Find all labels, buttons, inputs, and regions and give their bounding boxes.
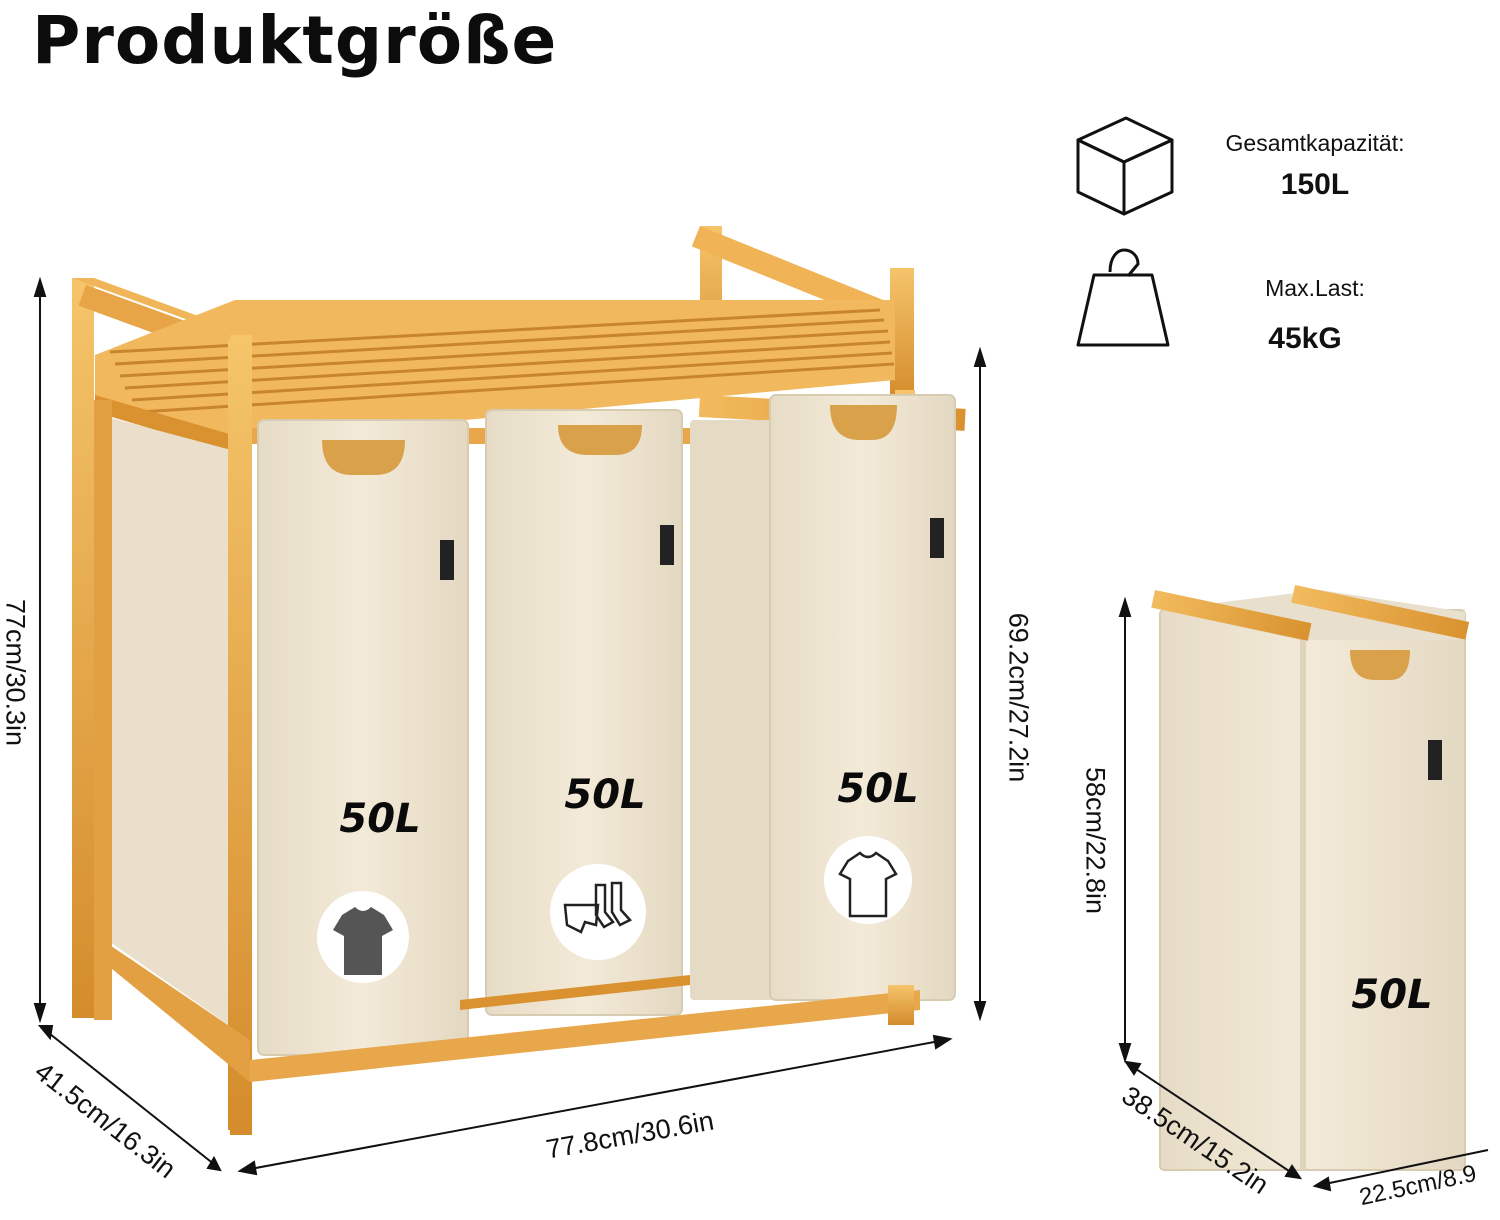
bag-left (257, 419, 469, 1056)
capacity-value: 150L (1280, 168, 1350, 201)
load-label: Max.Last: (1265, 275, 1365, 301)
height-total-label: 77cm/30.3in (0, 598, 31, 747)
front-frame (95, 340, 920, 1130)
page-title: Produktgröße (32, 2, 558, 79)
dimension-lines (33, 276, 1489, 1192)
load-value: 45kG (1268, 322, 1342, 355)
bag-right-capacity: 50L (837, 766, 918, 812)
underwear-socks-icon (563, 881, 633, 934)
bag-height-label: 69.2cm/27.2in (1003, 612, 1034, 783)
single-height-label: 58cm/22.8in (1080, 766, 1111, 915)
bag-middle (485, 409, 683, 1016)
white-tshirt-icon (838, 851, 898, 918)
bag-right (690, 394, 966, 1001)
weight-icon (1076, 248, 1170, 347)
single-bag (1151, 585, 1470, 1171)
capacity-label: Gesamtkapazität: (1225, 130, 1405, 156)
dark-tshirt-icon (333, 907, 393, 975)
cube-icon (1076, 116, 1174, 216)
single-bag-capacity: 50L (1351, 972, 1432, 1018)
bag-left-capacity: 50L (339, 796, 420, 842)
bag-middle-capacity: 50L (564, 772, 645, 818)
